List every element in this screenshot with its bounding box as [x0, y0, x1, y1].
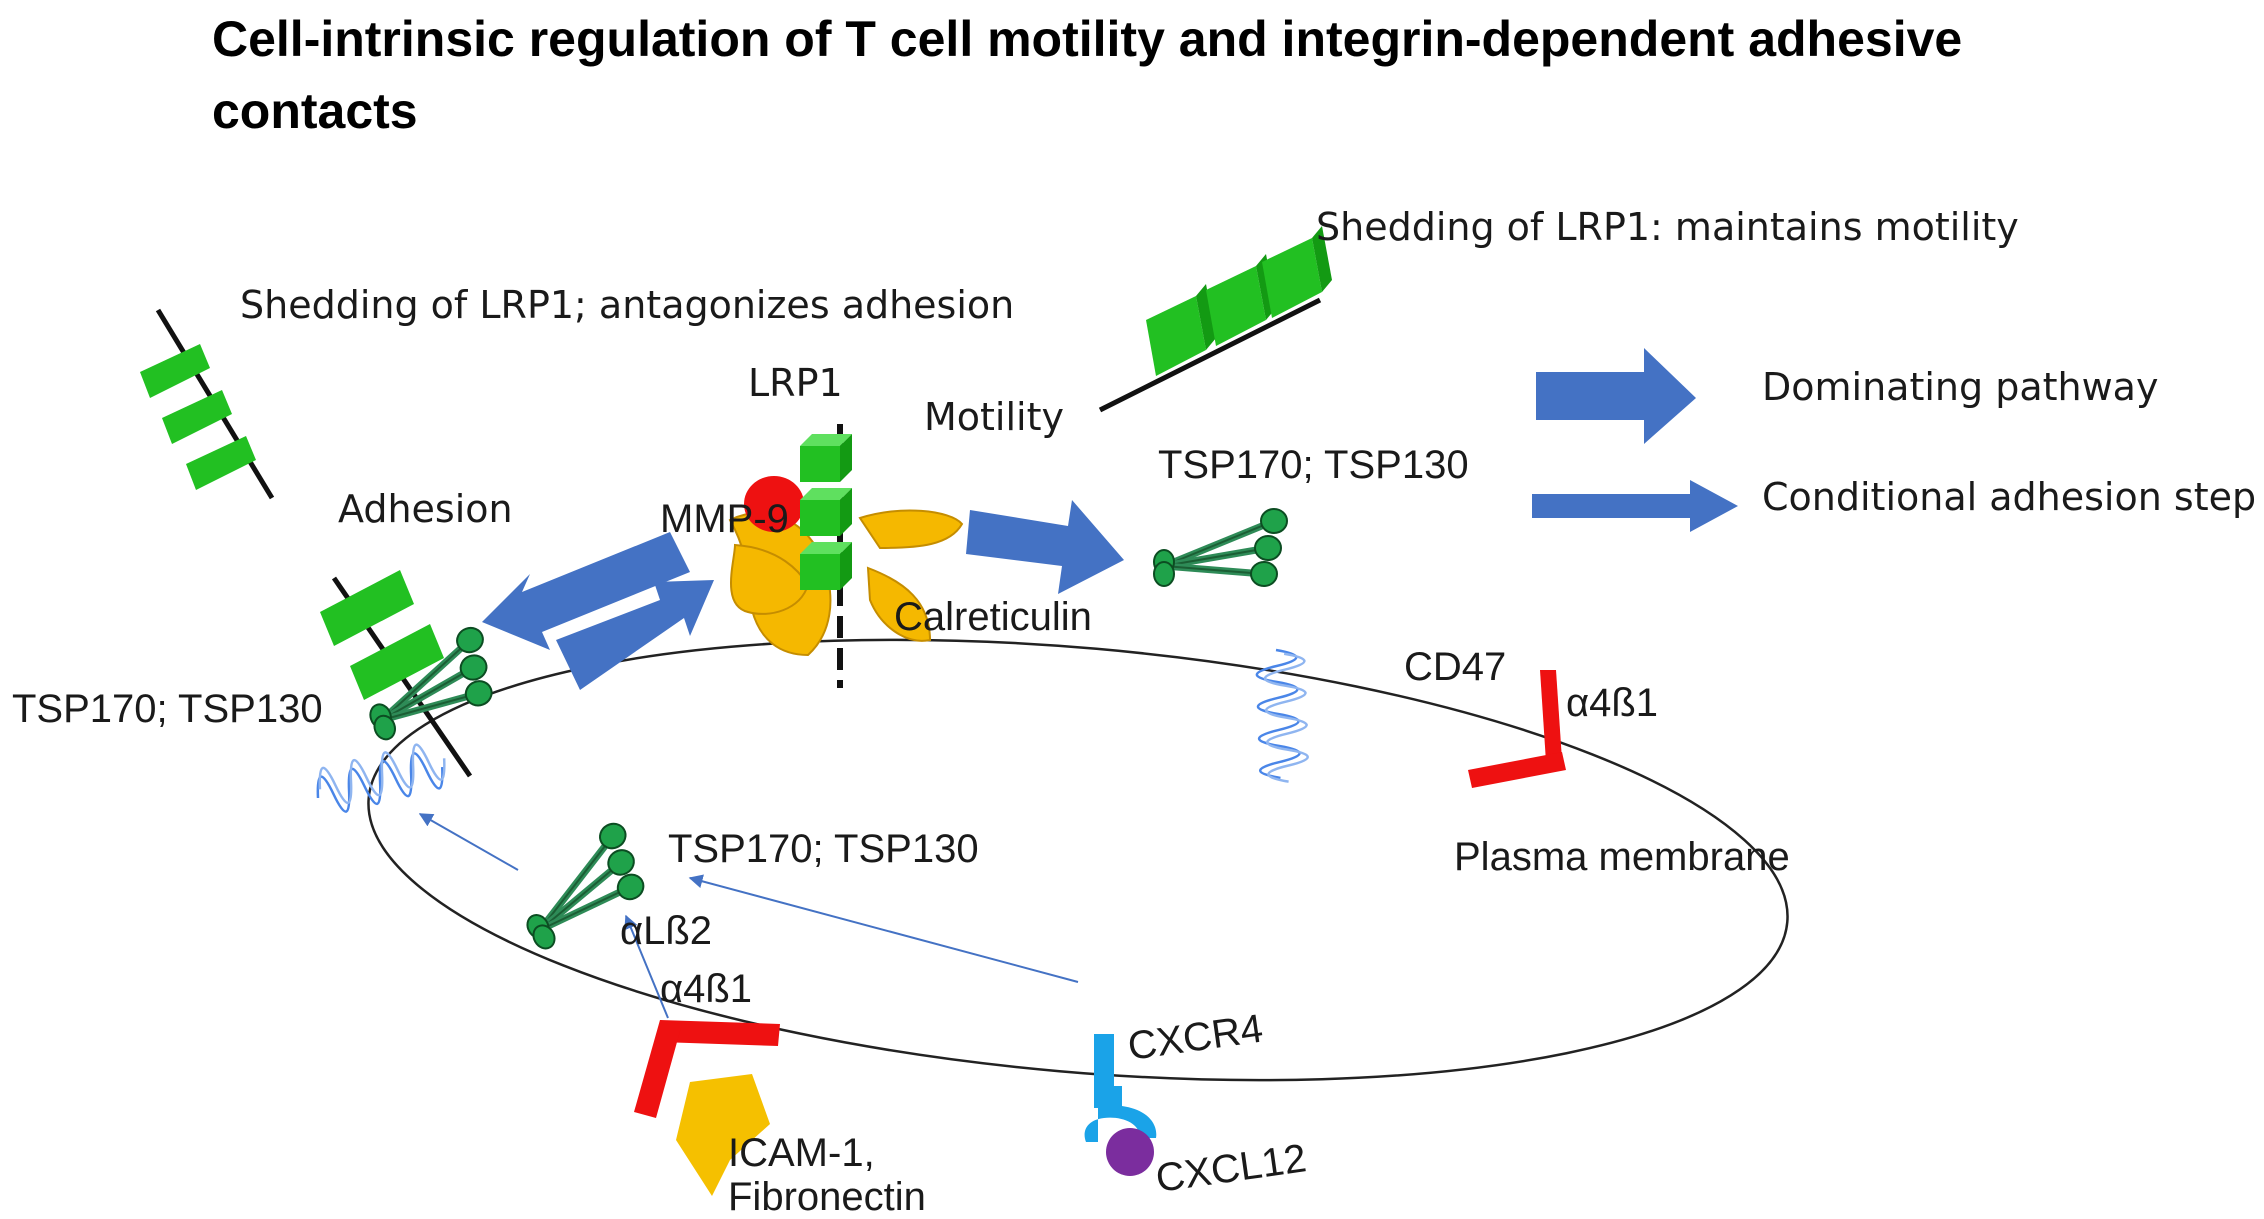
signal-arrow-to-cd47-left: [418, 813, 519, 871]
label-tsp-left: TSP170; TSP130: [12, 687, 323, 731]
label-a4b1-bottom: α4ß1: [660, 967, 752, 1011]
mmp9-icon: [744, 476, 804, 532]
cxcl12-icon: [1106, 1128, 1154, 1176]
label-adhesion: Adhesion: [338, 487, 513, 531]
legend-label-conditional: Conditional adhesion step: [1762, 475, 2256, 519]
label-icam-line-1: ICAM-1,: [728, 1131, 875, 1175]
arrow-to-lrp1: [556, 580, 714, 690]
legend-label-dominating: Dominating pathway: [1762, 365, 2158, 409]
shed-lrp1-left-icon: [140, 308, 275, 500]
label-shedding-antagonizes: Shedding of LRP1; antagonizes adhesion: [240, 283, 1014, 327]
label-shedding-maintains: Shedding of LRP1: maintains motility: [1316, 205, 2019, 249]
label-alb2: αLß2: [620, 909, 712, 953]
integrin-a4b1-right-icon: [1468, 670, 1566, 788]
signal-arrow-a4b1-to-alb2: [624, 914, 669, 1019]
plasma-membrane-ellipse: [367, 638, 1789, 1082]
label-cxcl12: CXCL12: [1153, 1136, 1309, 1201]
cd47-right-icon: [1254, 647, 1310, 784]
label-tsp-inner: TSP170; TSP130: [668, 827, 979, 871]
icam-fibronectin-icon: [676, 1074, 770, 1196]
label-tsp-right: TSP170; TSP130: [1158, 443, 1469, 487]
label-lrp1: LRP1: [748, 361, 843, 405]
shed-lrp1-right-icon: [1098, 226, 1332, 413]
legend-arrow-dominating: [1536, 348, 1696, 444]
label-motility: Motility: [924, 395, 1064, 439]
label-icam-line-2: Fibronectin: [728, 1175, 926, 1219]
title-line-1: Cell-intrinsic regulation of T cell moti…: [212, 11, 1962, 67]
legend-arrow-conditional: [1532, 480, 1738, 532]
arrow-lrp1-to-adhesion: [482, 532, 690, 650]
tsp-complex-right-icon: [1154, 509, 1287, 586]
label-cxcr4: CXCR4: [1125, 1006, 1265, 1068]
label-mmp9: MMP-9: [660, 497, 789, 541]
label-cd47: CD47: [1404, 645, 1506, 689]
integrin-a4b1-bottom-icon: [634, 1020, 780, 1118]
cd47-left-icon: [309, 737, 453, 819]
label-a4b1-right: α4ß1: [1566, 681, 1658, 725]
lrp1-receptor-icon: [800, 434, 852, 590]
adhesion-lrp1-icon: [320, 570, 473, 778]
cxcr4-receptor-icon: [1084, 1034, 1157, 1142]
label-plasma-membrane: Plasma membrane: [1454, 835, 1790, 879]
signal-arrow-cxcr4-to-tsp: [688, 874, 1079, 983]
title-line-2: contacts: [212, 83, 418, 139]
arrow-motility: [966, 500, 1124, 594]
calreticulin-icon: [728, 509, 964, 657]
label-calreticulin: Calreticulin: [894, 595, 1092, 639]
